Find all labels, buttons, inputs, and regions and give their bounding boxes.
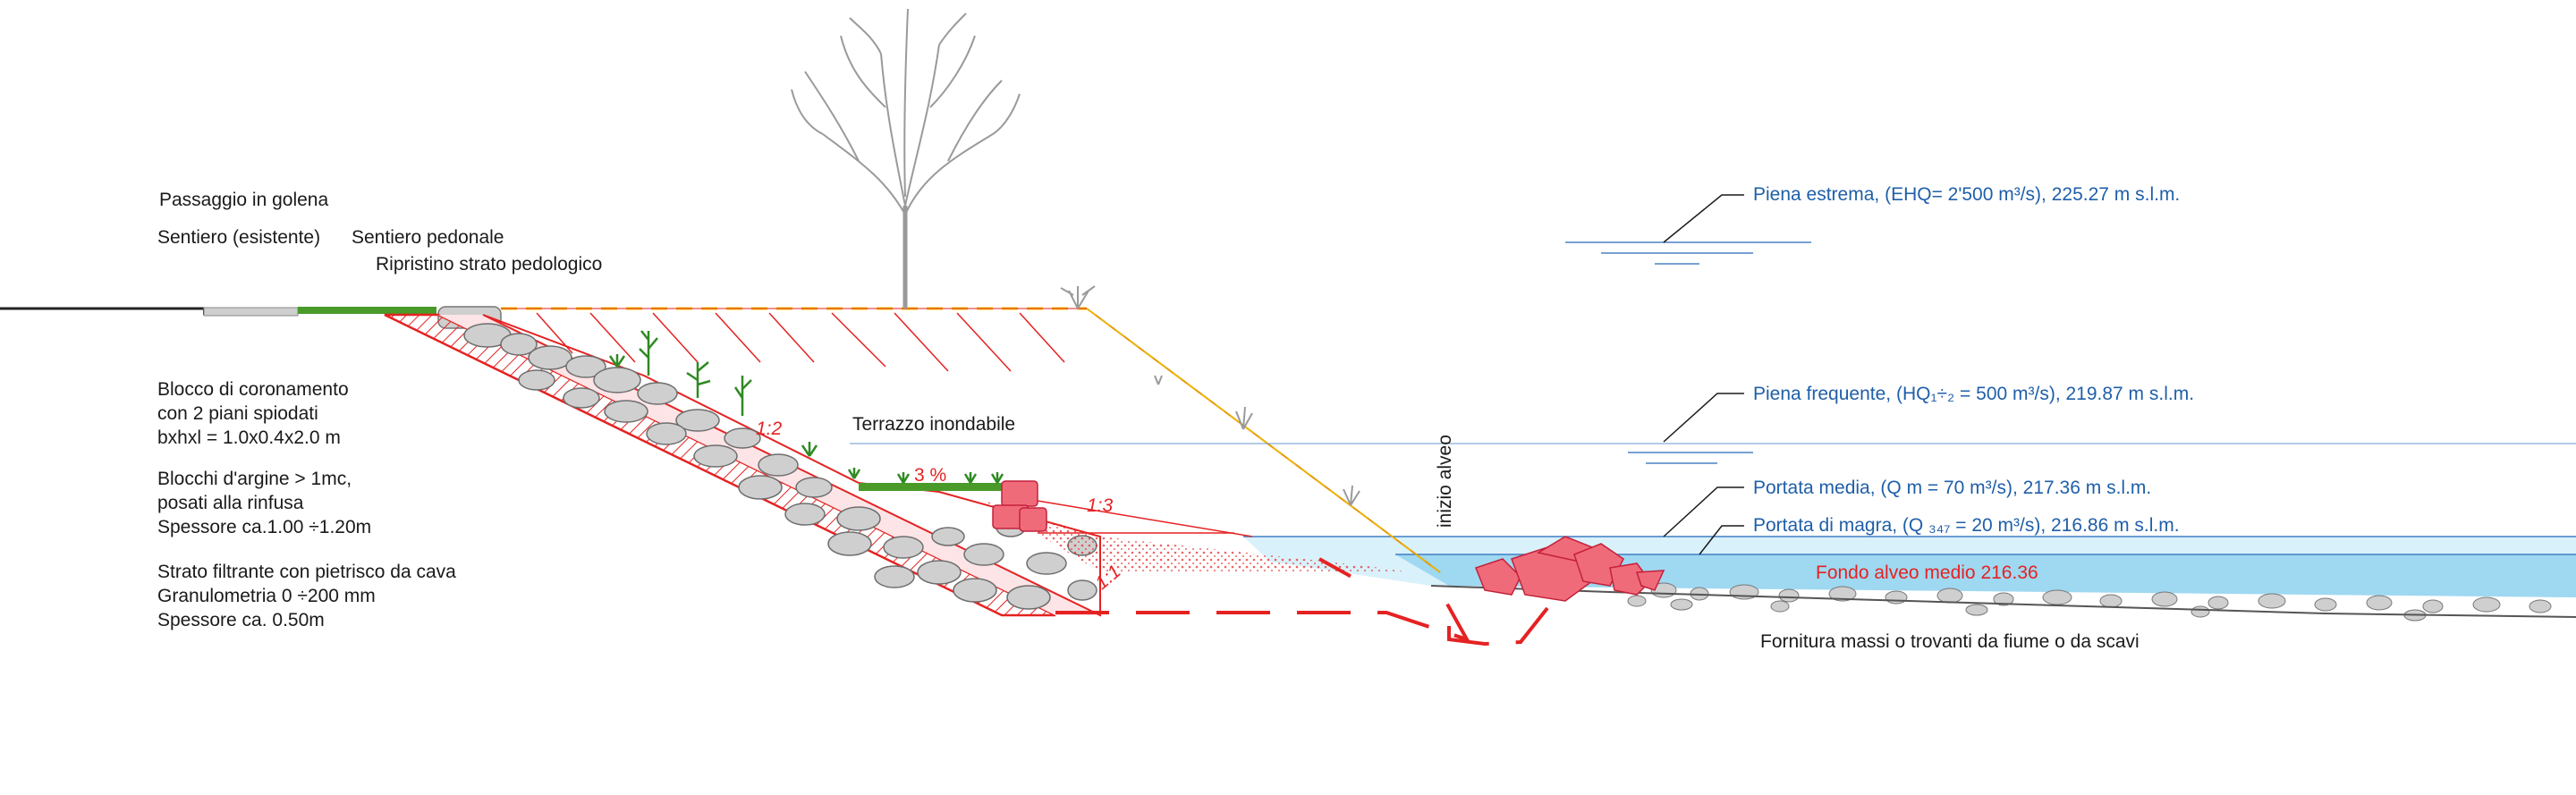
label-blocchi-2: posati alla rinfusa xyxy=(157,493,304,513)
river-bed-line xyxy=(1430,585,2576,618)
label-portata-magra: Portata di magra, (Q ₃₄₇ = 20 m³/s), 216… xyxy=(1753,515,2180,536)
label-strato-2: Granulometria 0 ÷200 mm xyxy=(157,586,376,606)
label-blocco-1: Blocco di coronamento xyxy=(157,379,349,400)
slope-outlines xyxy=(501,307,1441,573)
shrub-icons xyxy=(1060,285,1360,506)
label-fornitura: Fornitura massi o trovanti da fiume o da… xyxy=(1760,631,2140,652)
label-ripristino: Ripristino strato pedologico xyxy=(376,254,602,275)
tree-icon xyxy=(791,8,1021,309)
leader-lines xyxy=(1663,194,1744,555)
excavation-outline-2 xyxy=(1447,606,1549,647)
slope-ratio-1-2: 1:2 xyxy=(756,419,783,439)
label-blocchi-3: Spessore ca.1.00 ÷1.20m xyxy=(157,517,371,537)
excavation-outline xyxy=(1055,598,1471,643)
label-portata-media: Portata media, (Q m = 70 m³/s), 217.36 m… xyxy=(1753,478,2151,498)
label-piena-frequente: Piena frequente, (HQ₁÷₂ = 500 m³/s), 219… xyxy=(1753,384,2194,404)
label-strato-1: Strato filtrante con pietrisco da cava xyxy=(157,562,456,582)
excavation-outline-3 xyxy=(1318,557,1360,583)
gravel-fill-zone xyxy=(984,501,1413,572)
label-sentiero-pedonale: Sentiero pedonale xyxy=(352,227,504,248)
label-strato-3: Spessore ca. 0.50m xyxy=(157,610,325,630)
label-passaggio: Passaggio in golena xyxy=(159,190,328,210)
sentiero-pedonale-green xyxy=(298,307,436,314)
label-blocco-2: con 2 piani spiodati xyxy=(157,403,318,424)
existing-ground xyxy=(0,307,299,317)
plant-icons xyxy=(608,330,1004,484)
label-sentiero-esistente: Sentiero (esistente) xyxy=(157,227,320,248)
slope-ratio-1-3: 1:3 xyxy=(1087,495,1114,516)
terrace xyxy=(859,480,1047,532)
soil-hatch xyxy=(536,312,1065,372)
terrace-slope: 3 % xyxy=(914,465,946,486)
label-fondo-alveo: Fondo alveo medio 216.36 xyxy=(1816,562,2038,583)
label-blocchi-1: Blocchi d'argine > 1mc, xyxy=(157,469,352,489)
label-inizio-alveo: inizio alveo xyxy=(1435,435,1455,528)
label-blocco-3: bxhxl = 1.0x0.4x2.0 m xyxy=(157,427,341,448)
water-level-symbols xyxy=(1565,241,1811,464)
toe-boulders xyxy=(1475,536,1665,602)
label-terrazzo: Terrazzo inondabile xyxy=(852,414,1015,435)
label-piena-estrema: Piena estrema, (EHQ= 2'500 m³/s), 225.27… xyxy=(1753,184,2180,205)
